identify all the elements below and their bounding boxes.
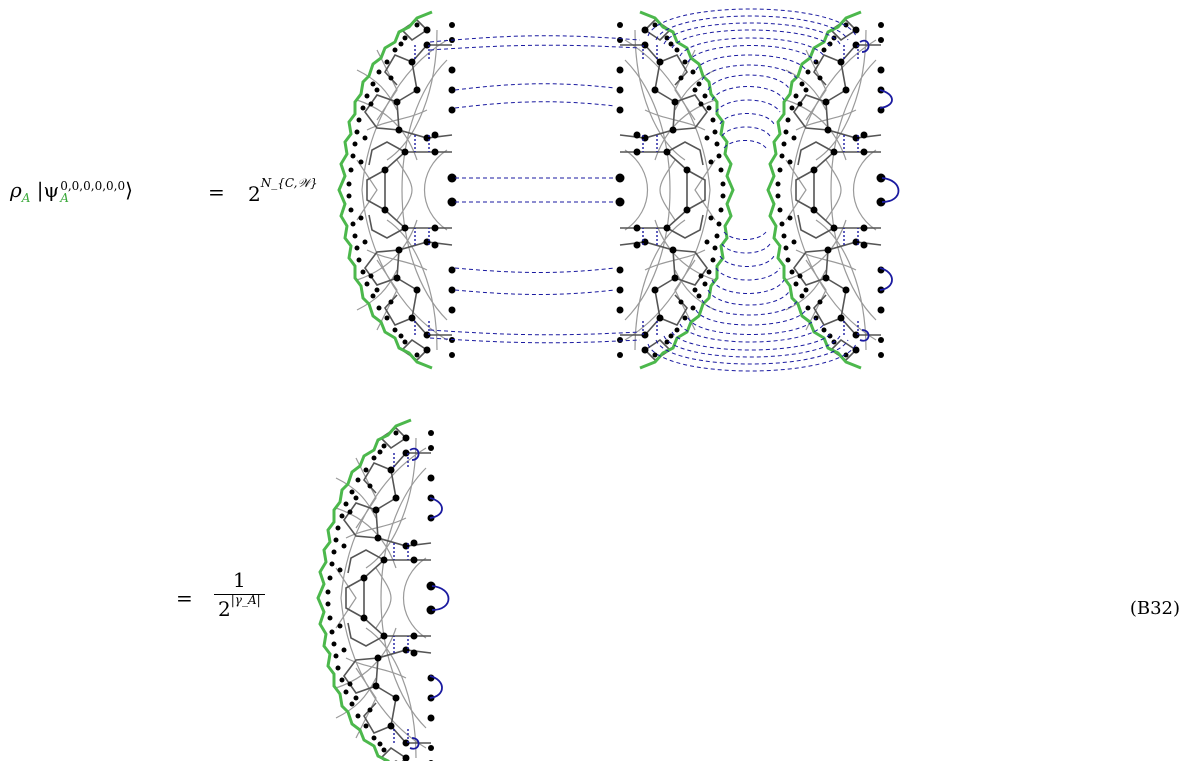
right-loops: [859, 39, 900, 342]
ket-open: |ψ: [36, 178, 60, 202]
equals-1: =: [208, 180, 225, 204]
patch-middle: [614, 10, 735, 370]
contraction-lines-left: [429, 35, 641, 344]
contraction-arcs: [647, 8, 857, 372]
rho-subscript: A: [21, 191, 31, 205]
patch-bottom: [316, 418, 437, 761]
fraction: 1 2|γ_A|: [214, 568, 265, 621]
bottom-loops: [409, 447, 450, 750]
ket-superscript: 0,0,0,0,0,0: [60, 178, 126, 193]
equation-label: (B32): [1129, 598, 1180, 619]
patch-left: [337, 10, 458, 370]
coef1-exponent: N_{C,𝒲}: [260, 176, 318, 191]
patch-right: [766, 10, 887, 370]
ket-subscript: A: [60, 190, 69, 205]
coefficient-1: 2N_{C,𝒲}: [248, 176, 318, 206]
coef1-base: 2: [248, 182, 261, 206]
frac-den-base: 2: [218, 597, 231, 621]
frac-numerator: 1: [232, 568, 246, 592]
frac-den-exponent: |γ_A|: [230, 593, 261, 608]
rho-symbol: ρ: [10, 178, 22, 202]
ket-close: ⟩: [125, 178, 133, 202]
equals-2: =: [176, 586, 193, 610]
